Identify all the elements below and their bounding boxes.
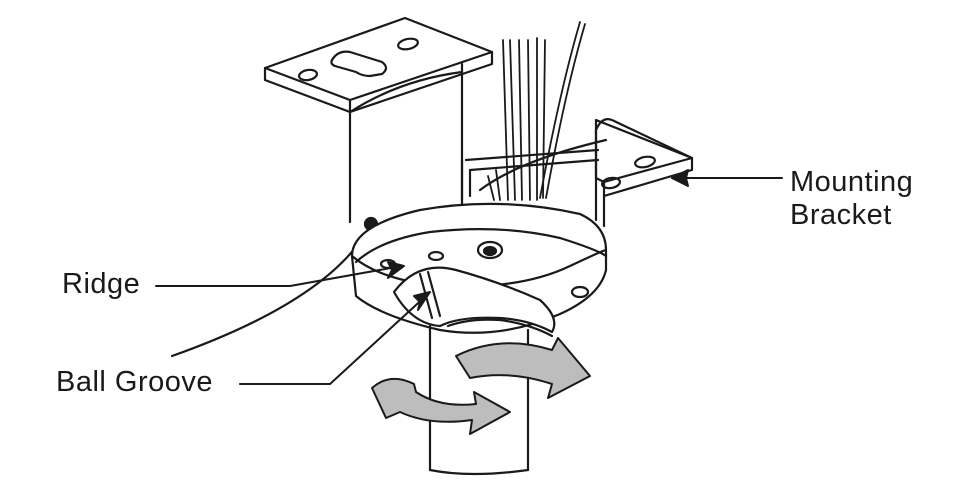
mounting-bracket-label-line1: Mounting bbox=[790, 166, 914, 198]
arrowhead-ridge bbox=[387, 261, 405, 279]
mounting-bracket-label: Mounting Bracket bbox=[790, 166, 913, 232]
ridge-label: Ridge bbox=[62, 268, 141, 300]
wire-bundle bbox=[487, 21, 586, 201]
leaders bbox=[155, 169, 783, 385]
arrowhead-ball-groove bbox=[413, 291, 431, 311]
rotation-arrow-upper bbox=[455, 337, 591, 399]
arrowhead-mounting bbox=[671, 169, 689, 187]
ball-groove-label: Ball Groove bbox=[56, 366, 214, 398]
bracket-left-plate bbox=[263, 16, 494, 114]
leader-ball-groove bbox=[239, 293, 429, 385]
bracket-floor bbox=[460, 148, 600, 202]
rotation-arrows bbox=[371, 337, 591, 435]
rotation-arrow-lower bbox=[371, 377, 511, 435]
ball-joint bbox=[392, 266, 556, 338]
mounting-bracket-label-line2: Bracket bbox=[790, 199, 892, 231]
bracket-left-web bbox=[348, 62, 464, 224]
leader-ridge bbox=[155, 265, 403, 287]
bracket-right-plate bbox=[594, 118, 694, 228]
